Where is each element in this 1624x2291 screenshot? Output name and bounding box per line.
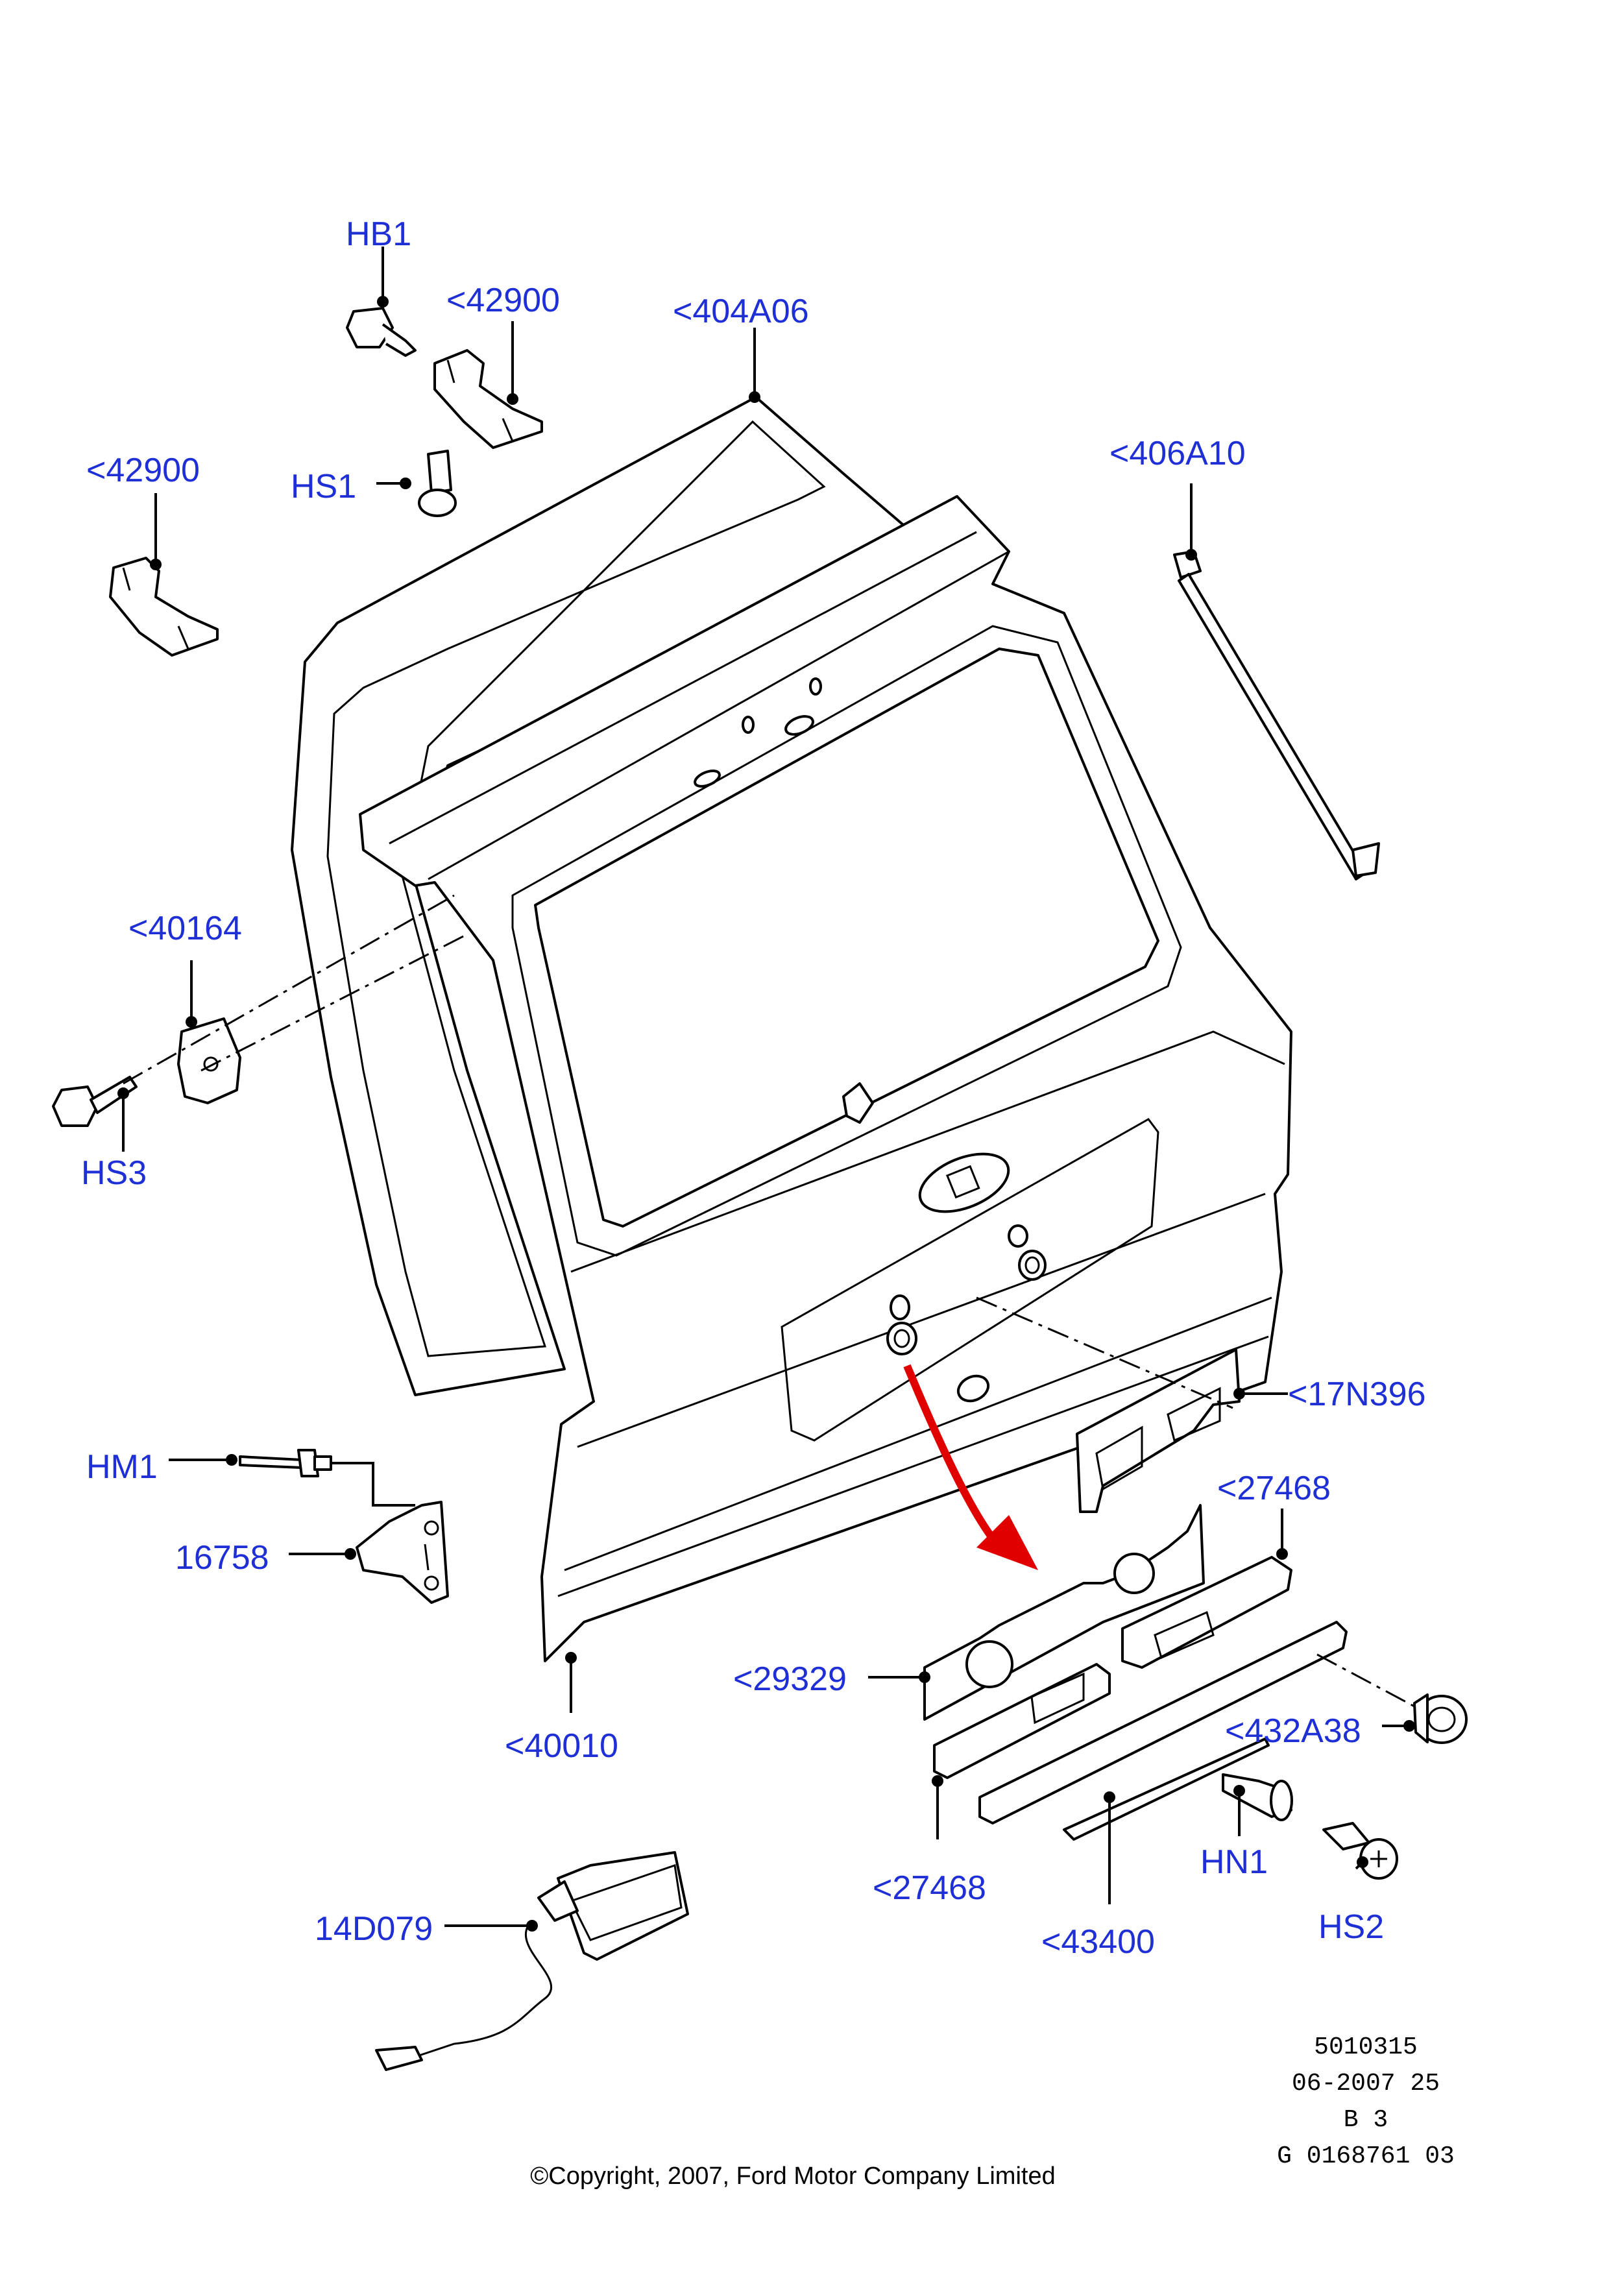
- stud-hm1: [239, 1449, 332, 1477]
- leader-lines: [117, 247, 1415, 1932]
- callout-hs2: HS2: [1318, 1908, 1384, 1946]
- callout-43400: <43400: [1041, 1923, 1155, 1961]
- nut-hn1: [1222, 1773, 1293, 1821]
- hinge-upper: [433, 349, 543, 449]
- license-bracket: [1076, 1348, 1241, 1513]
- assembly-arrowhead: [976, 1515, 1038, 1570]
- callout-17n396: <17N396: [1288, 1376, 1426, 1413]
- harness-connector: [375, 2046, 423, 2071]
- callout-29329: <29329: [733, 1660, 847, 1698]
- gas-strut: [1173, 550, 1380, 880]
- callout-16758: 16758: [175, 1539, 269, 1577]
- plate-centerline: [976, 1296, 1233, 1409]
- ref-line-4: G 0168761 03: [1277, 2142, 1455, 2170]
- callout-406a10: <406A10: [1109, 435, 1246, 472]
- ref-line-3: B 3: [1344, 2106, 1388, 2134]
- bolt-hs3: [52, 1076, 138, 1127]
- callout-42900-upper: <42900: [446, 282, 560, 319]
- callout-27468-lower: <27468: [873, 1869, 986, 1907]
- callout-404a06: <404A06: [673, 293, 809, 330]
- callout-40164: <40164: [128, 910, 242, 947]
- callout-40010: <40010: [505, 1727, 618, 1765]
- callout-42900-left: <42900: [86, 452, 200, 489]
- callout-hs1: HS1: [291, 468, 356, 505]
- callout-14d079: 14D079: [315, 1910, 433, 1948]
- retainer-centerline: [1316, 1653, 1415, 1708]
- moulding-43400: [978, 1621, 1348, 1841]
- gasket-29329: [923, 1504, 1205, 1721]
- ref-line-1: 5010315: [1314, 2033, 1418, 2061]
- retainer-432a38: [1413, 1693, 1468, 1744]
- ref-line-2: 06-2007 25: [1292, 2070, 1440, 2098]
- bracket-centerline: [123, 894, 468, 1085]
- callout-432a38: <432A38: [1225, 1712, 1361, 1750]
- bracket-40164: [177, 1017, 241, 1104]
- callout-hm1: HM1: [86, 1448, 158, 1486]
- screw-hs1: [418, 450, 457, 517]
- switch-14d079: [537, 1851, 689, 1961]
- copyright-notice: ©Copyright, 2007, Ford Motor Company Lim…: [530, 2163, 1055, 2190]
- tailgate-panel: [359, 495, 1292, 1662]
- applique-gasket-lower: [933, 1663, 1111, 1779]
- bumper-16758: [356, 1501, 449, 1604]
- callout-hn1: HN1: [1200, 1843, 1268, 1881]
- bolt-hb1: [346, 307, 417, 357]
- switch-harness: [415, 1919, 552, 2058]
- callout-hs3: HS3: [81, 1154, 147, 1192]
- callout-27468-upper: <27468: [1217, 1470, 1331, 1507]
- screw-hs2: [1322, 1822, 1398, 1880]
- callout-hb1: HB1: [346, 215, 411, 253]
- hinge-left: [109, 557, 219, 657]
- applique-gasket-upper: [1121, 1556, 1292, 1669]
